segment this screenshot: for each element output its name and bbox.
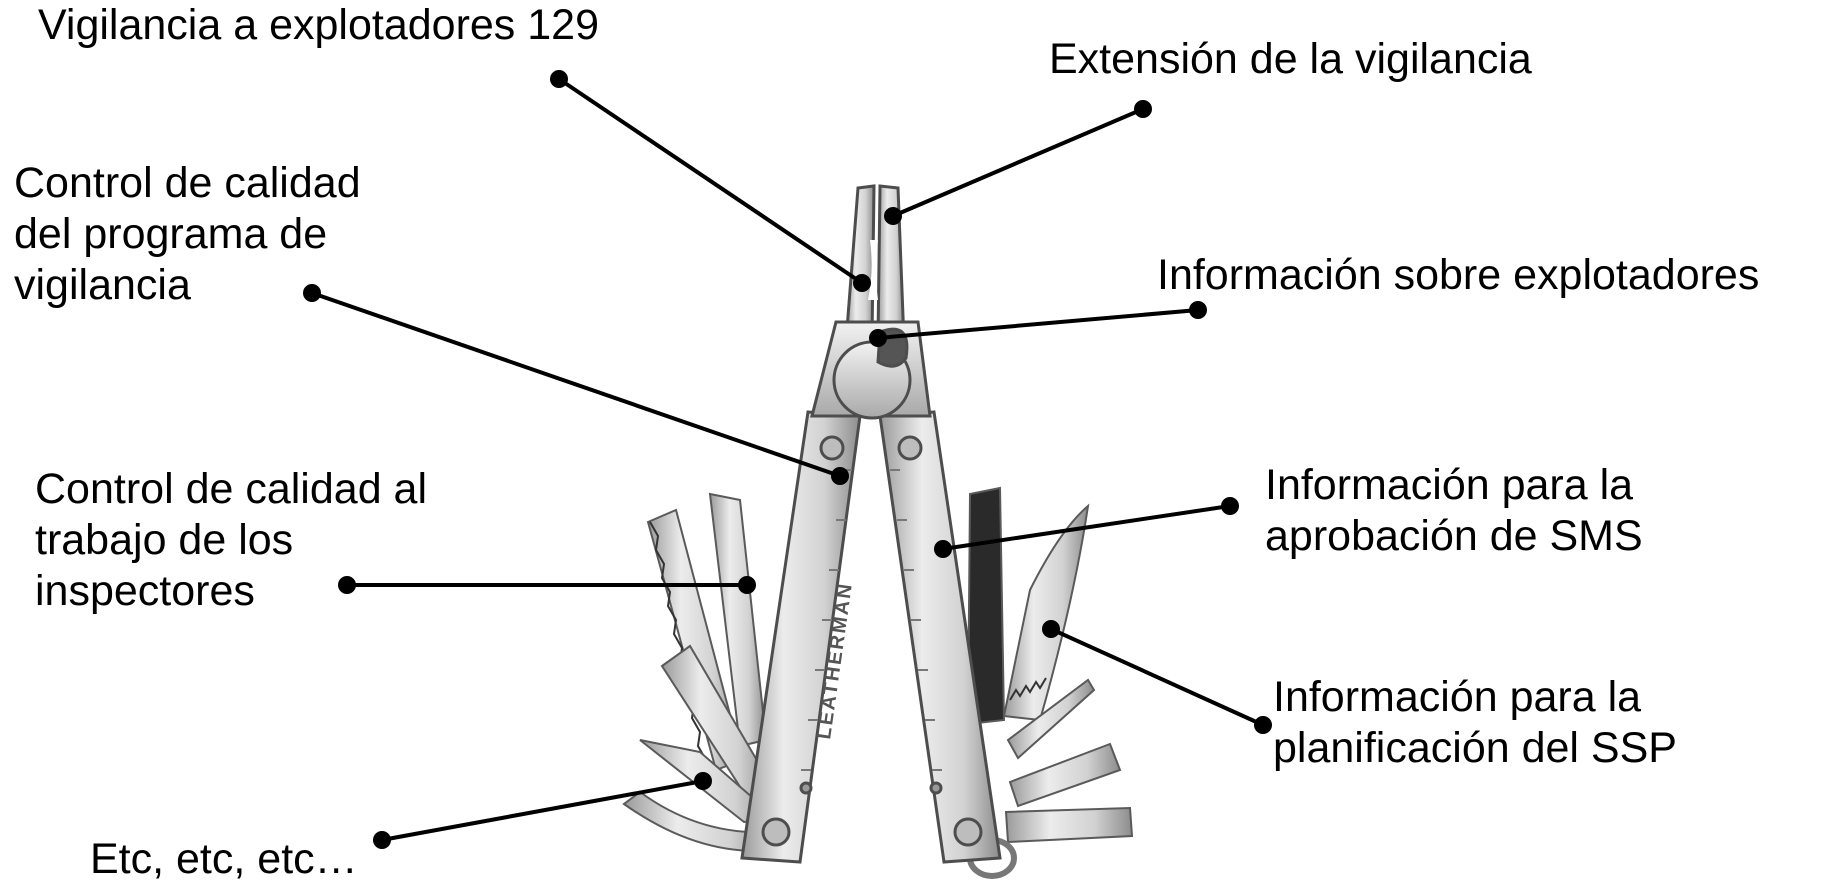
rivet [897,435,923,461]
pliers-head [810,184,932,420]
rivet [761,817,791,847]
right-tool-blades [966,486,1134,879]
right-handle-ruler [890,469,942,771]
leader-informacion-ssp [1050,627,1264,727]
leader-control-calidad-programa [311,291,841,478]
flat-driver-right [1008,742,1122,808]
leader-vigilancia-explotadores [557,77,864,285]
leader-etc [381,779,704,842]
left-tool-blades [622,492,779,852]
leader-informacion-sms [942,504,1231,551]
serrated-edge [1009,677,1047,701]
label-extension-vigilancia: Extensión de la vigilancia [1049,35,1532,83]
leader-lines [303,70,1272,849]
rivet [953,817,983,847]
knife-blade [1002,503,1090,722]
label-control-calidad-programa: Control de calidad del programa de vigil… [14,159,361,309]
left-jaw [844,184,876,344]
left-handle-ruler [801,469,852,771]
leader-extension-vigilancia [892,107,1144,218]
tool-handles [740,410,1002,864]
label-etc: Etc, etc, etc… [90,835,358,883]
leader-informacion-explotadores [877,308,1199,340]
label-vigilancia-explotadores: Vigilancia a explotadores 129 [38,1,599,49]
label-control-calidad-inspectores: Control de calidad al trabajo de los ins… [35,465,428,615]
file-right [1004,806,1134,844]
rivet [819,435,845,461]
rivet [929,781,943,795]
label-informacion-sms: Información para la aprobación de SMS [1265,461,1643,560]
label-informacion-ssp: Información para la planificación del SS… [1273,673,1677,772]
awl [1006,678,1096,760]
label-informacion-explotadores: Información sobre explotadores [1157,251,1760,299]
saw-teeth [649,521,707,761]
rivet [799,781,813,795]
